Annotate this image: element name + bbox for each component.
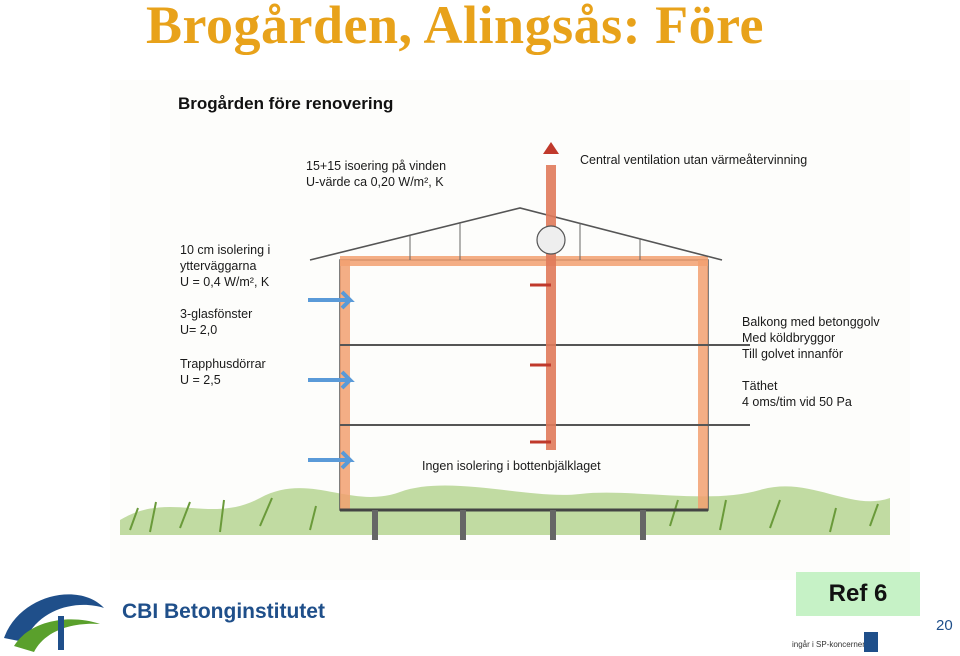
roof-label-line: U-värde ca 0,20 W/m², K (306, 175, 444, 189)
balcony-label-line: Balkong med betonggolv (742, 315, 880, 329)
exhaust-arrow (543, 142, 559, 154)
sp-logo-icon (864, 632, 878, 652)
ventilation-label: Central ventilation utan värmeåtervinnin… (580, 153, 808, 167)
tightness-label: Täthet 4 oms/tim vid 50 Pa (742, 378, 852, 410)
pillar-4 (640, 510, 646, 540)
air-inlet-arrow-3 (308, 450, 355, 470)
cbi-arch-logo-icon (4, 594, 104, 652)
ventilation-duct (546, 165, 556, 450)
windows-label-line: U= 2,0 (180, 323, 218, 337)
grass-strands (129, 497, 879, 533)
pillar-3 (550, 510, 556, 540)
building-section-drawing: Brogården före renovering 15+15 isoering… (110, 80, 910, 580)
slide-title: Brogården, Alingsås: Före (146, 0, 765, 55)
windows-label-line: 3-glasfönster (180, 307, 253, 321)
brand-name: CBI Betonginstitutet (122, 600, 325, 623)
page-number: 20 (936, 617, 953, 634)
balcony-label: Balkong med betonggolv Med köldbryggor T… (742, 314, 880, 362)
air-inlet-arrow-2 (308, 370, 355, 390)
attic-insulation (340, 256, 708, 266)
fan-unit (536, 225, 566, 255)
pillar-1 (372, 510, 378, 540)
roof-label-line: 15+15 isoering på vinden (306, 159, 447, 173)
windows-label: 3-glasfönster U= 2,0 (180, 306, 252, 338)
sp-tag: ingår i SP-koncernen (792, 640, 867, 649)
right-wall-insulation (698, 260, 708, 510)
doors-label: Trapphusdörrar U = 2,5 (180, 356, 266, 388)
wall-label-line: 10 cm isolering i (180, 243, 271, 257)
drawing-title: Brogården före renovering (178, 94, 394, 113)
tightness-label-line: Täthet (742, 379, 778, 393)
roof (309, 207, 723, 261)
roof-label: 15+15 isoering på vinden U-värde ca 0,20… (306, 158, 446, 190)
doors-label-line: U = 2,5 (180, 373, 221, 387)
balcony-label-line: Med köldbryggor (742, 331, 836, 345)
pillar-2 (460, 510, 466, 540)
basement-label: Ingen isolering i bottenbjälklaget (422, 459, 601, 473)
section-sketch (120, 142, 890, 540)
tightness-label-line: 4 oms/tim vid 50 Pa (742, 395, 852, 409)
wall-label-line: ytterväggarna (180, 259, 257, 273)
balcony-label-line: Till golvet innanför (742, 347, 843, 361)
air-inlet-arrow-1 (308, 290, 355, 310)
doors-label-line: Trapphusdörrar (180, 357, 266, 371)
ref-label: Ref 6 (796, 572, 920, 616)
wall-label: 10 cm isolering i ytterväggarna U = 0,4 … (180, 242, 270, 290)
wall-label-line: U = 0,4 W/m², K (180, 275, 270, 289)
